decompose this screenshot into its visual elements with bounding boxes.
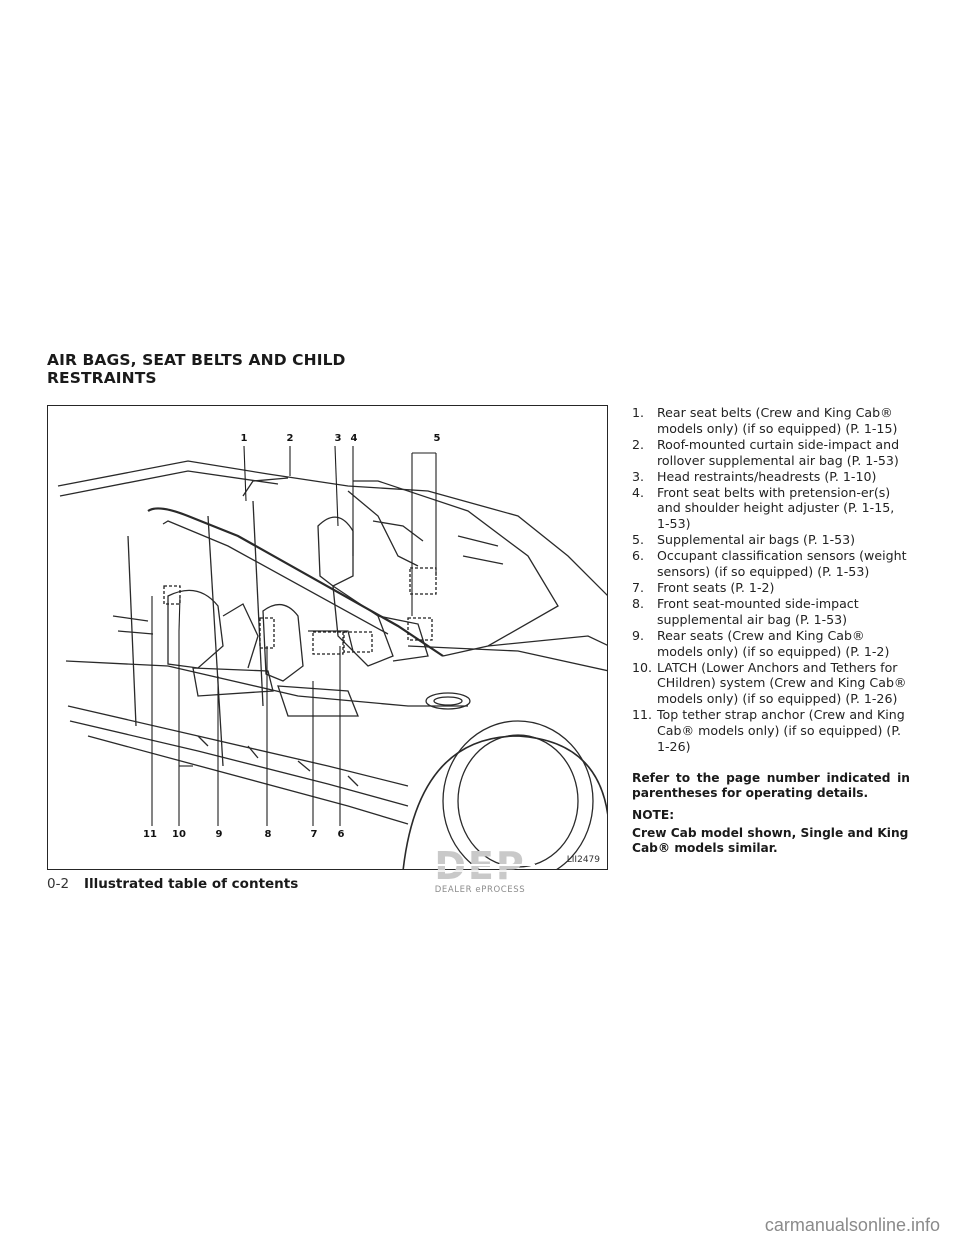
truck-line-drawing <box>57 445 607 869</box>
list-item-text: Rear seat belts (Crew and King Cab® mode… <box>657 405 898 436</box>
callout-4: 4 <box>350 433 358 444</box>
note-label: NOTE: <box>632 808 675 822</box>
callout-box-6 <box>343 631 373 653</box>
callout-10: 10 <box>172 829 186 840</box>
list-item-text: Head restraints/headrests (P. 1-10) <box>657 468 877 484</box>
list-item: 10.LATCH (Lower Anchors and Tethers for … <box>632 660 910 708</box>
note-text: Crew Cab model shown, Single and King Ca… <box>632 826 909 856</box>
callout-3: 3 <box>334 433 342 444</box>
callout-box-8 <box>259 617 275 649</box>
list-item: 9. Rear seats (Crew and King Cab® models … <box>632 628 910 660</box>
page-number: 0-2 <box>47 876 70 892</box>
callout-11: 11 <box>143 829 157 840</box>
watermark-text: DEALER ePROCESS <box>434 885 526 895</box>
list-item-number: 4. <box>632 484 645 500</box>
callout-1: 1 <box>240 433 248 444</box>
callout-box-5a <box>409 567 437 595</box>
list-item-text: Roof-mounted curtain side-impact and rol… <box>657 436 900 468</box>
list-item-text: Front seat belts with pretension-er(s) a… <box>657 484 895 532</box>
list-item-text: Supplemental air bags (P. 1-53) <box>657 532 856 548</box>
refer-note: Refer to the page number indicated in pa… <box>632 771 910 801</box>
callout-5: 5 <box>433 433 441 444</box>
section-title: AIR BAGS, SEAT BELTS AND CHILD RESTRAINT… <box>47 351 567 387</box>
callout-7: 7 <box>310 829 318 840</box>
list-item-number: 11. <box>632 707 653 723</box>
callout-box-5b <box>407 617 433 641</box>
list-item-number: 1. <box>632 405 645 420</box>
list-item-number: 7. <box>632 579 645 595</box>
callout-6: 6 <box>337 829 345 840</box>
section-title-line1: AIR BAGS, SEAT BELTS AND CHILD <box>47 351 346 369</box>
list-item-text: Occupant classification sensors (weight … <box>657 548 907 580</box>
list-item-number: 3. <box>632 468 645 484</box>
list-item: 4. Front seat belts with pretension-er(s)… <box>632 485 910 533</box>
figure-id: LII2479 <box>566 855 600 865</box>
list-item-text: Rear seats (Crew and King Cab® models on… <box>657 627 890 659</box>
section-title-line2: RESTRAINTS <box>47 369 157 387</box>
list-item: 8. Front seat-mounted side-impact supplem… <box>632 596 910 628</box>
list-item-number: 2. <box>632 436 645 452</box>
site-watermark: carmanualsonline.info <box>764 1215 940 1235</box>
dealer-eprocess-watermark: DEP DEALER ePROCESS <box>417 844 543 895</box>
list-item: 5. Supplemental air bags (P. 1-53) <box>632 532 910 548</box>
list-item: 6. Occupant classification sensors (weigh… <box>632 548 910 580</box>
list-item-text: Front seats (P. 1-2) <box>657 579 775 595</box>
callout-9: 9 <box>215 829 223 840</box>
callout-box-11 <box>163 585 181 605</box>
callout-8: 8 <box>264 829 272 840</box>
list-item: 2. Roof-mounted curtain side-impact and r… <box>632 437 910 469</box>
list-item-text: LATCH (Lower Anchors and Tethers for CHi… <box>657 659 907 707</box>
callout-2: 2 <box>286 433 294 444</box>
list-item: 1. Rear seat belts (Crew and King Cab® mo… <box>632 405 910 437</box>
dep-logo-icon: DEP <box>425 844 535 888</box>
list-item-text: Front seat-mounted side-impact supplemen… <box>657 595 859 627</box>
list-item: 3. Head restraints/headrests (P. 1-10) <box>632 469 910 485</box>
list-item: 11.Top tether strap anchor (Crew and Kin… <box>632 707 910 755</box>
list-item: 7. Front seats (P. 1-2) <box>632 580 910 596</box>
footer-title: Illustrated table of contents <box>84 876 299 892</box>
vehicle-interior-illustration: 1 2 3 4 5 6 7 8 9 10 11 LII2479 <box>47 405 608 870</box>
list-item-number: 6. <box>632 548 645 564</box>
list-item-number: 5. <box>632 532 645 548</box>
callout-box-7 <box>312 631 344 655</box>
list-item-number: 8. <box>632 595 645 611</box>
list-item-text: Top tether strap anchor (Crew and King C… <box>657 707 905 755</box>
restraint-list: 1. Rear seat belts (Crew and King Cab® mo… <box>632 405 910 755</box>
list-item-number: 9. <box>632 627 645 643</box>
list-item-number: 10. <box>632 659 653 675</box>
